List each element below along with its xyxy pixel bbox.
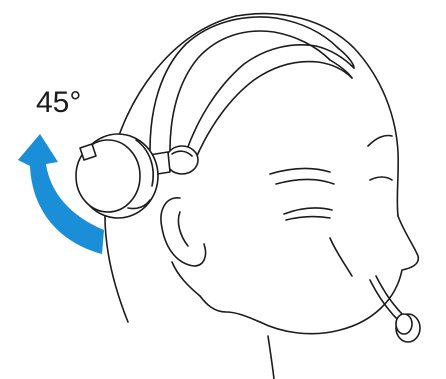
microphone-boom [370,276,420,342]
cheekbone [330,238,352,276]
jaw-line [200,296,260,322]
headband-outer-front [186,45,354,152]
brow-left-2 [276,180,334,185]
headband [150,17,354,158]
headband-outer-back [150,17,338,150]
eye-left-lid [286,217,330,220]
ear-inner [178,212,188,246]
ear-outline [161,198,206,266]
earcup [76,134,198,218]
headband-inner-front [196,62,352,158]
earcup-clip-tab [80,144,96,160]
head-top-outline [236,14,398,216]
neck-front [268,336,274,379]
facial-features [270,135,392,276]
eye-left [284,208,332,214]
mic-capsule-face [396,314,412,334]
eye-right [370,177,392,180]
pivot-knob [166,146,198,174]
ear [161,198,206,266]
brow-left [270,168,330,174]
cheek-line [172,262,200,296]
brow-right [368,135,392,146]
rotation-angle-label: 45° [36,86,81,119]
